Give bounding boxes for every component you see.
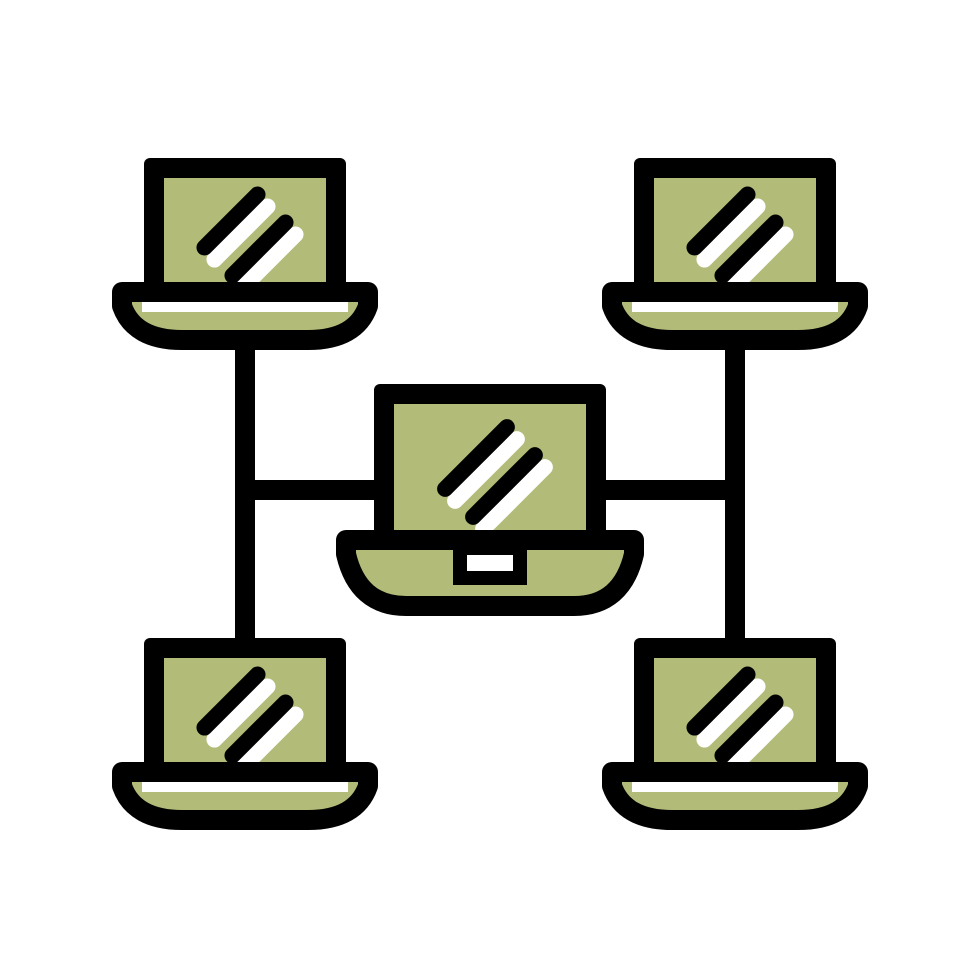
glare-highlight-1	[696, 678, 766, 748]
glare-highlight-2	[724, 706, 794, 776]
glare-highlight-2	[234, 226, 304, 296]
glare-stroke-1	[196, 666, 266, 736]
glare-highlight-2	[724, 226, 794, 296]
glare-stroke-1	[686, 186, 756, 256]
glare-stroke-1	[686, 666, 756, 736]
laptop-trackpad	[453, 541, 527, 585]
laptop-bottom-right-icon	[602, 638, 868, 830]
laptop-top-right-icon	[602, 158, 868, 350]
laptop-bottom-left-icon	[112, 638, 378, 830]
laptop-hinge	[122, 762, 368, 782]
glare-stroke-1	[437, 419, 515, 497]
laptop-base-highlight	[632, 302, 838, 312]
laptop-hinge	[612, 282, 858, 302]
laptop-hinge	[612, 762, 858, 782]
glare-highlight-1	[206, 678, 276, 748]
glare-highlight-1	[206, 198, 276, 268]
laptop-base-highlight	[142, 782, 348, 792]
glare-stroke-2	[224, 694, 294, 764]
glare-stroke-2	[465, 447, 543, 525]
glare-highlight-2	[475, 459, 553, 537]
glare-stroke-2	[224, 214, 294, 284]
glare-stroke-1	[196, 186, 266, 256]
laptop-hinge	[122, 282, 368, 302]
glare-highlight-1	[447, 431, 525, 509]
network-connectors	[235, 330, 745, 650]
laptop-base-highlight	[632, 782, 838, 792]
laptop-center-icon	[336, 384, 644, 616]
glare-stroke-2	[714, 214, 784, 284]
glare-highlight-1	[696, 198, 766, 268]
laptop-base-highlight	[142, 302, 348, 312]
glare-stroke-2	[714, 694, 784, 764]
laptop-top-left-icon	[112, 158, 378, 350]
laptop-hinge	[346, 530, 634, 550]
network-nodes	[112, 158, 868, 830]
glare-highlight-2	[234, 706, 304, 776]
